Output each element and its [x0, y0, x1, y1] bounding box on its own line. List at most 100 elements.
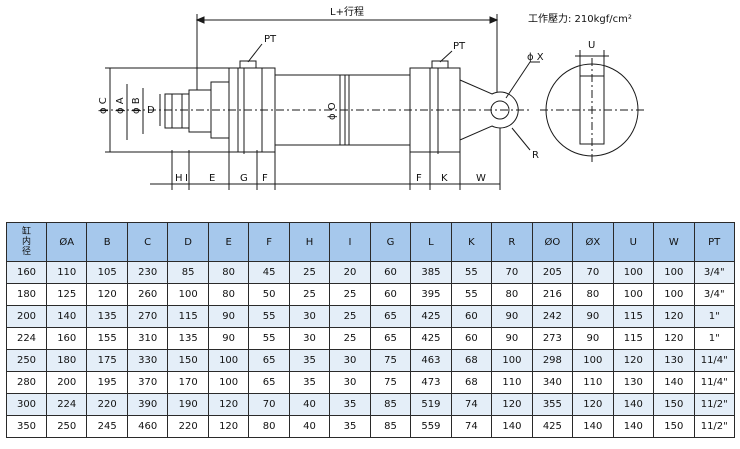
table-cell: 30 — [329, 349, 371, 372]
table-cell: 3/4" — [693, 283, 735, 306]
table-cell: 140 — [612, 393, 655, 416]
table-cell: 120 — [86, 283, 128, 306]
table-cell: 370 — [126, 371, 169, 394]
table-cell: 25 — [329, 283, 371, 306]
table-cell: 100 — [491, 349, 533, 372]
f-left-label: F — [262, 173, 268, 184]
table-cell: 463 — [410, 349, 452, 372]
table-cell: 120 — [653, 327, 695, 350]
table-cell: 519 — [410, 393, 452, 416]
table-cell: 205 — [531, 261, 574, 284]
phi-x-leader — [505, 61, 531, 99]
i-label: I — [185, 173, 188, 184]
table-cell: 110 — [45, 261, 88, 284]
table-cell: 40 — [288, 415, 331, 438]
table-cell: 115 — [167, 305, 209, 328]
table-cell: 120 — [572, 393, 614, 416]
phi-c-label: ϕ C — [98, 97, 109, 114]
table-cell: 35 — [329, 393, 371, 416]
d-label: D — [147, 105, 155, 116]
table-cell: 80 — [572, 283, 614, 306]
table-cell: 65 — [369, 327, 412, 350]
table-cell: 120 — [612, 349, 655, 372]
rod-end-head — [164, 93, 190, 129]
table-cell: 175 — [86, 349, 128, 372]
table-cell: 425 — [531, 415, 574, 438]
table-cell: 425 — [410, 327, 452, 350]
table-cell: 11/4" — [693, 349, 735, 372]
r-label: R — [532, 150, 539, 161]
column-header: W — [653, 222, 695, 262]
column-header: ØO — [531, 222, 574, 262]
table-cell: 74 — [450, 415, 493, 438]
table-cell: 340 — [531, 371, 574, 394]
phi-a-label: ϕ A — [115, 97, 126, 114]
table-cell: 355 — [531, 393, 574, 416]
table-cell: 216 — [531, 283, 574, 306]
table-cell: 70 — [491, 261, 533, 284]
cylinder-drawing: L+行程 工作壓力: 210kgf/cm² PT PT ϕ X U ϕ C ϕ … — [98, 5, 645, 190]
table-cell: 330 — [126, 349, 169, 372]
table-cell: 35 — [288, 349, 331, 372]
table-cell: 300 — [6, 393, 47, 416]
table-cell: 140 — [45, 305, 88, 328]
column-header: R — [491, 222, 533, 262]
table-cell: 85 — [369, 393, 412, 416]
table-cell: 1" — [693, 305, 735, 328]
table-cell: 120 — [207, 393, 250, 416]
table-cell: 110 — [572, 371, 614, 394]
table-cell: 120 — [207, 415, 250, 438]
table-cell: 273 — [531, 327, 574, 350]
table-cell: 60 — [450, 327, 493, 350]
rear-head — [409, 67, 461, 153]
table-cell: 135 — [167, 327, 209, 350]
table-cell: 85 — [369, 415, 412, 438]
table-cell: 75 — [369, 371, 412, 394]
pt-port-left — [239, 60, 257, 69]
table-cell: 90 — [491, 305, 533, 328]
table-cell: 160 — [6, 261, 47, 284]
e-label: E — [209, 173, 215, 184]
table-cell: 135 — [86, 305, 128, 328]
table-cell: 80 — [207, 261, 250, 284]
table-cell: 115 — [612, 305, 655, 328]
table-cell: 260 — [126, 283, 169, 306]
bore-header-label: 缸内径 — [21, 227, 31, 257]
table-cell: 30 — [329, 371, 371, 394]
table-cell: 90 — [491, 327, 533, 350]
table-cell: 65 — [248, 371, 290, 394]
phi-o-label: ϕ O — [327, 102, 338, 120]
u-label: U — [588, 40, 595, 51]
table-cell: 55 — [248, 327, 290, 350]
w-label: W — [476, 173, 486, 184]
table-cell: 242 — [531, 305, 574, 328]
table-cell: 170 — [167, 371, 209, 394]
pt-right-label: PT — [453, 41, 466, 52]
table-cell: 90 — [207, 327, 250, 350]
column-header: B — [86, 222, 128, 262]
table-cell: 270 — [126, 305, 169, 328]
length-dim-arrow-left — [195, 16, 205, 24]
h-label: H — [175, 173, 183, 184]
table-cell: 130 — [653, 349, 695, 372]
table-cell: 60 — [450, 305, 493, 328]
table-cell: 155 — [86, 327, 128, 350]
table-cell: 559 — [410, 415, 452, 438]
table-cell: 70 — [248, 393, 290, 416]
table-cell: 90 — [207, 305, 250, 328]
table-cell: 68 — [450, 349, 493, 372]
column-header: E — [207, 222, 250, 262]
table-cell: 80 — [207, 283, 250, 306]
phi-x-label: ϕ X — [527, 52, 544, 63]
table-cell: 395 — [410, 283, 452, 306]
table-cell: 80 — [248, 415, 290, 438]
column-header: C — [126, 222, 169, 262]
table-cell: 250 — [45, 415, 88, 438]
table-cell: 200 — [45, 371, 88, 394]
table-cell: 385 — [410, 261, 452, 284]
table-cell: 160 — [45, 327, 88, 350]
table-cell: 100 — [612, 283, 655, 306]
table-cell: 140 — [612, 415, 655, 438]
